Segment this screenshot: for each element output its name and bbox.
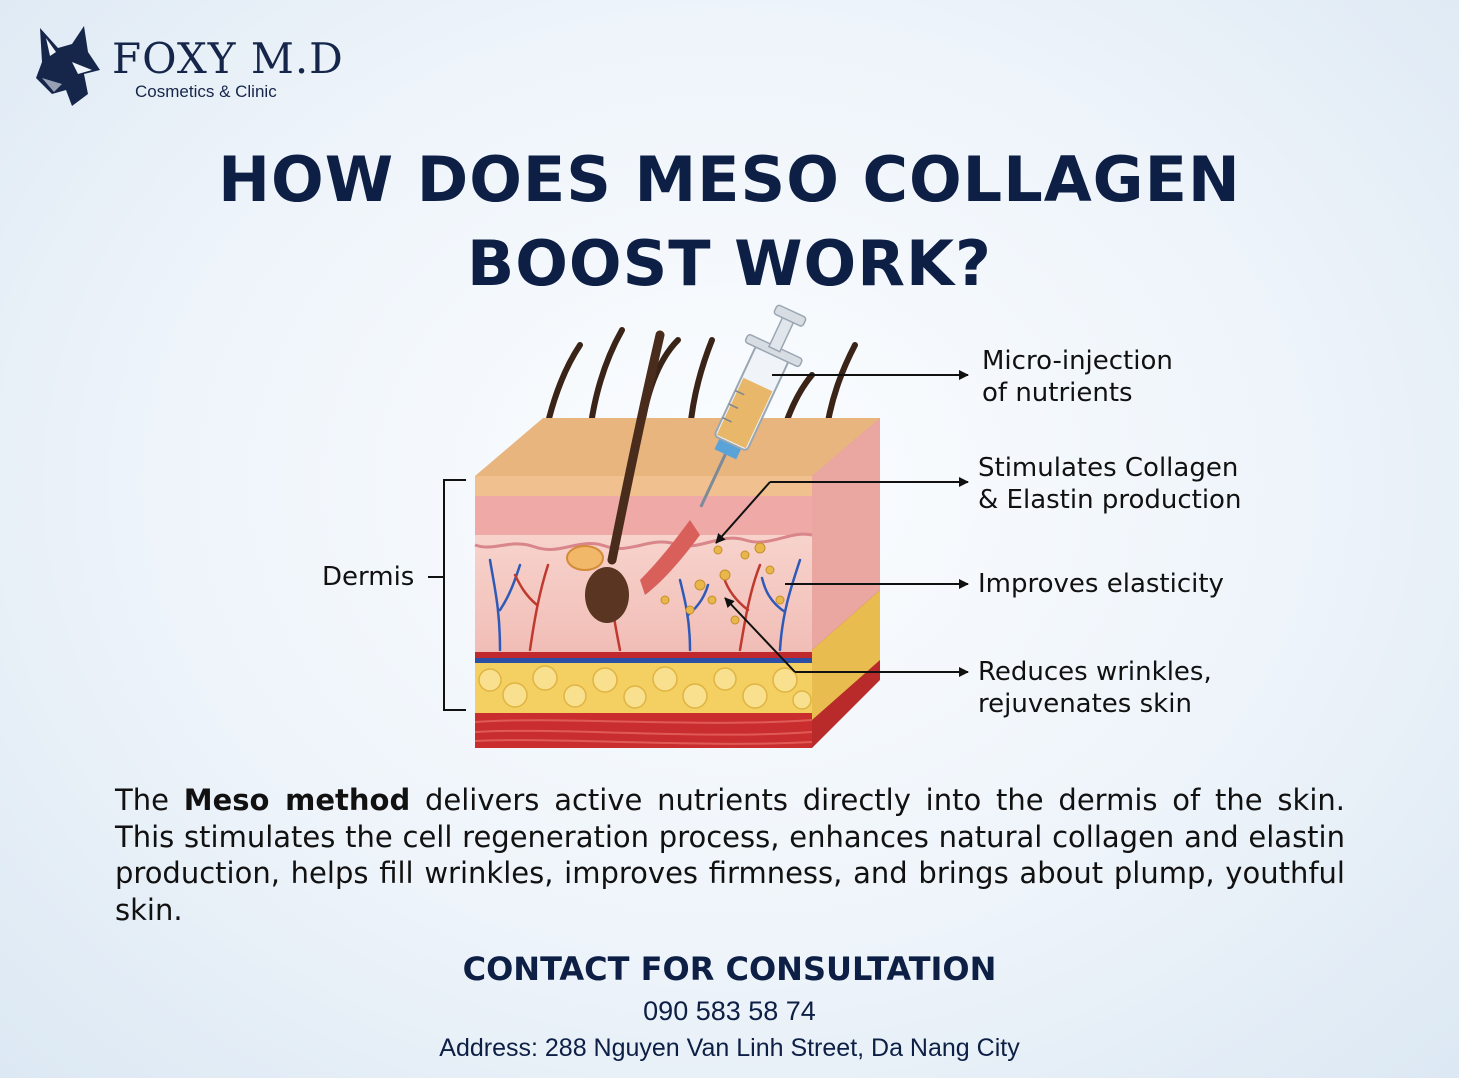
contact-address: Address: 288 Nguyen Van Linh Street, Da …	[439, 1034, 1020, 1062]
callout-stimulates-collagen: Stimulates Collagen & Elastin production	[978, 452, 1241, 516]
callout-line: & Elastin production	[978, 485, 1242, 515]
page-title: HOW DOES MESO COLLAGEN BOOST WORK?	[0, 138, 1459, 306]
callout-line: rejuvenates skin	[978, 689, 1192, 719]
page-title-line-2: BOOST WORK?	[466, 227, 993, 300]
skin-cross-section-diagram	[428, 304, 969, 748]
dermis-bracket	[443, 479, 466, 711]
brand-subtitle: Cosmetics & Clinic	[135, 82, 277, 101]
syringe-icon	[699, 304, 807, 508]
fox-head-icon	[36, 26, 100, 106]
description-before: The	[115, 783, 184, 817]
epidermis-top	[475, 418, 880, 476]
callout-reduces-wrinkles: Reduces wrinkles, rejuvenates skin	[978, 656, 1212, 720]
dermis-label: Dermis	[322, 562, 415, 592]
description-after: delivers active nutrients directly into …	[115, 783, 1345, 927]
description-bold: Meso method	[183, 783, 411, 817]
callout-line: Reduces wrinkles,	[978, 657, 1212, 687]
brand-logo: FOXY M.D Cosmetics & Clinic	[32, 22, 352, 108]
callout-line: Micro-injection	[982, 346, 1173, 376]
callout-line: Stimulates Collagen	[978, 453, 1239, 483]
brand-name: FOXY M.D	[112, 34, 344, 83]
hair-follicle	[607, 330, 665, 565]
sebaceous-gland	[566, 545, 604, 571]
callout-arrows	[715, 370, 969, 677]
callout-micro-injection: Micro-injection of nutrients	[982, 345, 1173, 409]
epidermis-layer	[475, 476, 812, 496]
contact-title: CONTACT FOR CONSULTATION	[462, 950, 997, 988]
callout-improves-elasticity: Improves elasticity	[978, 568, 1224, 600]
collagen-particles	[660, 542, 785, 625]
contact-phone: 090 583 58 74	[643, 996, 816, 1026]
callout-line: of nutrients	[982, 378, 1133, 408]
description-paragraph: The Meso method delivers active nutrient…	[115, 782, 1345, 928]
callout-line: Improves elasticity	[978, 569, 1224, 599]
page-title-line-1: HOW DOES MESO COLLAGEN	[218, 143, 1241, 216]
